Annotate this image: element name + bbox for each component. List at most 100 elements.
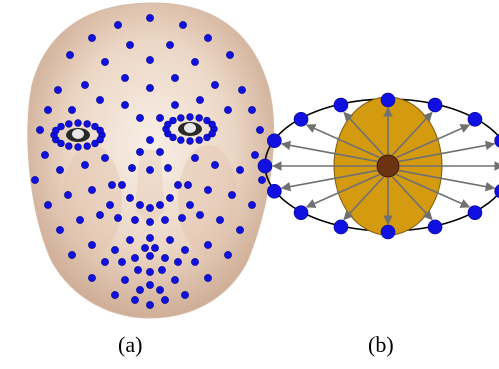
face-landmark-dot [31,176,39,184]
face-landmark-dot [68,251,76,259]
eye-landmark-dot [96,126,104,135]
face-landmark-dot [228,191,236,199]
eye-landmark-dot [208,120,216,129]
face-landmark-dot [36,126,44,134]
face-landmark-dot [68,106,76,114]
eye-landmark-dot [52,126,60,135]
face-landmark-dot [88,186,96,194]
ring-landmark-dot [380,224,396,240]
eye-landmark-dot [169,133,177,142]
face-landmark-dot [196,96,204,104]
face-landmark-dot [136,286,144,294]
face-landmark-dot [151,244,159,252]
face-landmark-dot [174,258,182,266]
face-landmark-dot [131,216,139,224]
face-landmark-dot [146,301,154,309]
face-landmark-dot [174,181,182,189]
face-landmark-dot [114,21,122,29]
ring-landmark-dot [257,158,273,174]
radial-arrow [392,176,433,221]
eye-landmark-dot [74,119,82,127]
face-landmark-dot [224,106,232,114]
eye-landmark-dot [177,136,185,144]
radial-arrow [398,169,496,192]
face-landmark-dot [136,114,144,122]
face-landmark-dot [156,148,164,156]
radial-arrow [398,140,496,163]
face-landmark-dot [88,34,96,42]
eye-landmark-dot [177,114,185,122]
ring-landmark-dot [427,97,443,113]
face-landmark-dot [178,214,186,222]
face-landmark-dot [126,236,134,244]
face-landmark-dot [81,81,89,89]
face-landmark-dot [101,154,109,162]
eye-landmark-dot [208,129,216,138]
radial-arrow [396,173,471,208]
ring-landmark-dot [467,205,483,220]
face-landmark-dot [204,186,212,194]
face-landmark-dot [111,291,119,299]
face-landmark-dot [121,276,129,284]
eye-landmark-dot [203,116,211,125]
face-landmark-dot [204,241,212,249]
face-landmark-dot [128,164,136,172]
radial-arrow [280,169,378,192]
face-landmark-dot [44,106,52,114]
face-landmark-dot [96,211,104,219]
radial-arrows [272,107,499,225]
face-landmark-dot [121,101,129,109]
face-landmark-dot [191,58,199,66]
radial-arrow [280,140,378,163]
face-landmark-dot [211,161,219,169]
radial-arrow [396,124,471,159]
face-landmark-dot [181,246,189,254]
face-landmark-dot [126,194,134,202]
face-landmark-dot [146,218,154,226]
face-landmark-dot [191,258,199,266]
eye-landmark-dot [203,133,211,142]
face-landmark-dot [258,176,266,184]
face-landmark-dot [256,126,264,134]
face-landmark-dot [191,154,199,162]
radial-arrow [305,124,380,159]
cheek-shade-right [178,145,238,255]
face-landmark-dot [236,166,244,174]
face-landmark-dot [248,201,256,209]
face-landmark-dot [181,291,189,299]
right-eye [178,122,202,136]
face-landmark-dot [66,51,74,59]
eye-landmark-dot [57,122,65,131]
face-landmark-dot [146,56,154,64]
face-landmark-dot [146,281,154,289]
face-landmark-dot [101,58,109,66]
eye-landmark-dot [169,116,177,125]
face-landmark-dot [96,96,104,104]
eye-landmark-dot [65,142,73,150]
face-landmark-dot [156,201,164,209]
eye-landmark-dot [195,136,203,144]
eye-landmark-dot [195,114,203,122]
face-landmark-dot [158,266,166,274]
face-landmark-dot [248,106,256,114]
face-landmark-dot [88,274,96,282]
face-landmark-dot [161,296,169,304]
face-landmark-dot [184,181,192,189]
face-landmark-dot [131,254,139,262]
eye-landmark-dot [164,120,172,129]
radial-arrow [305,173,380,208]
radial-arrow [392,111,433,156]
face-landmark-dot [171,276,179,284]
face-landmark-dot [121,74,129,82]
face-landmark-dot [166,41,174,49]
ring-landmark-dot [293,112,309,127]
face-landmark-dot [141,244,149,252]
eye-landmark-dot [57,139,65,148]
face-landmark-dot [136,201,144,209]
ring-landmark-dot [333,219,349,235]
face-landmark-dot [251,151,259,159]
face-landmark-dot [146,166,154,174]
ring-landmark-dot [427,219,443,235]
face-landmark-dot [216,216,224,224]
